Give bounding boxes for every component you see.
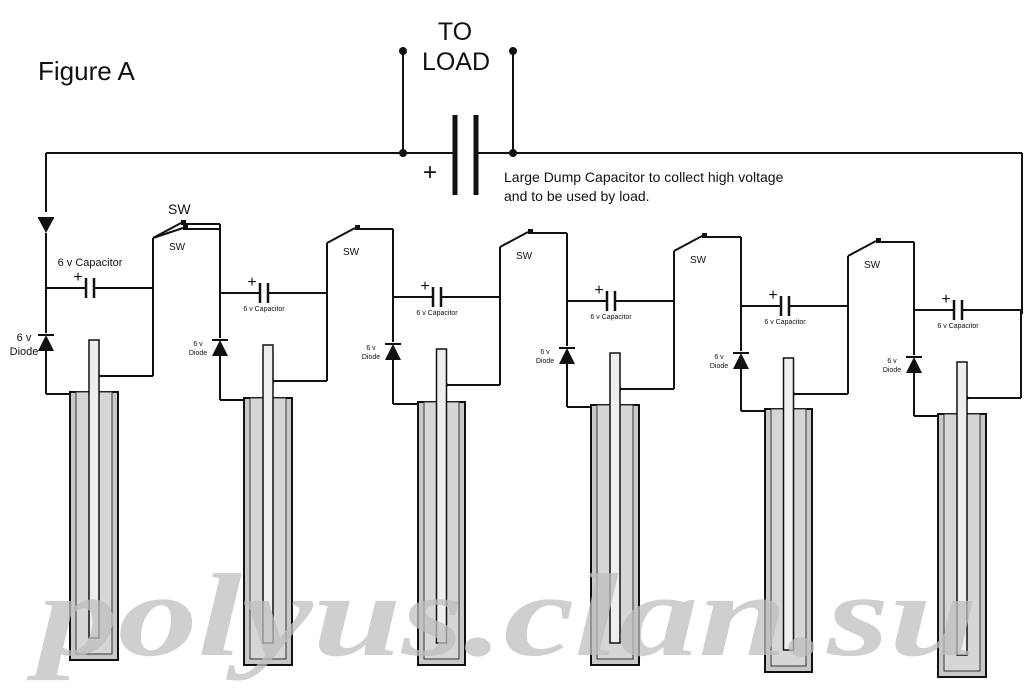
switch-blade xyxy=(673,235,703,252)
capacitor-label: 6 v Capacitor xyxy=(243,306,285,313)
capacitor-label: 6 v Capacitor xyxy=(764,319,806,326)
diode-icon xyxy=(733,353,749,369)
electrode-rod xyxy=(262,344,274,644)
diode-label-line2: Diode xyxy=(536,358,554,365)
diode-label-line2: Diode xyxy=(10,346,39,358)
electrode-rod xyxy=(956,361,968,656)
electrode-rod xyxy=(88,339,100,639)
diode-label-line1: 6 v xyxy=(17,332,32,344)
switch-label: SW xyxy=(864,260,881,271)
diode-label-line1: 6 v xyxy=(540,349,550,356)
capacitor-plus-sign: + xyxy=(768,287,777,304)
capacitor-plus-sign: + xyxy=(594,282,603,299)
load-label-to: TO xyxy=(438,18,472,46)
switch-blade xyxy=(847,240,877,257)
switch-blade xyxy=(499,231,529,248)
diode-label-line2: Diode xyxy=(710,363,728,370)
dump-capacitor-note-line1: Large Dump Capacitor to collect high vol… xyxy=(504,169,784,185)
switch-contact xyxy=(702,233,707,238)
switch-contact xyxy=(181,220,186,225)
diode-label-line2: Diode xyxy=(883,367,901,374)
load-terminal-left xyxy=(399,47,407,55)
capacitor-label: 6 v Capacitor xyxy=(416,310,458,317)
load-terminal-right xyxy=(509,47,517,55)
dump-capacitor-note-line2: and to be used by load. xyxy=(504,188,650,204)
switch-contact xyxy=(876,238,881,243)
diode-label-line2: Diode xyxy=(189,350,207,357)
diode-icon xyxy=(559,348,575,364)
electrode-rod xyxy=(782,357,795,651)
watermark: polyus.clan.su xyxy=(26,550,978,681)
switch-contact xyxy=(183,225,188,230)
switch-contact xyxy=(528,229,533,234)
diode-icon xyxy=(38,335,54,351)
diode-icon xyxy=(385,344,401,360)
diode-icon xyxy=(212,340,228,356)
diode-label-line1: 6 v xyxy=(714,354,724,361)
diode-label-line1: 6 v xyxy=(366,345,376,352)
capacitor-plus-sign: + xyxy=(247,274,256,291)
capacitor-label: 6 v Capacitor xyxy=(590,314,632,321)
capacitor-plus-sign: + xyxy=(73,269,82,286)
switch-label: SW xyxy=(343,247,360,258)
diode-label-line2: Diode xyxy=(362,354,380,361)
switch-label: SW xyxy=(690,255,707,266)
diode-label-line1: 6 v xyxy=(887,358,897,365)
figure-title: Figure A xyxy=(38,56,135,86)
switch-label: SW xyxy=(168,201,191,217)
capacitor-plus-sign: + xyxy=(941,291,950,308)
switch-label: SW xyxy=(169,242,186,253)
load-junction-left xyxy=(399,149,407,157)
switch-contact xyxy=(355,225,360,230)
dump-capacitor-plus: + xyxy=(423,159,437,186)
electrode-rod xyxy=(609,352,621,644)
capacitor-label: 6 v Capacitor xyxy=(937,323,979,330)
switch-label: SW xyxy=(516,251,533,262)
electrode-rod xyxy=(435,348,448,644)
switch-blade xyxy=(152,227,184,239)
load-label-load: LOAD xyxy=(422,48,490,76)
switch-blade xyxy=(326,227,356,244)
capacitor-plus-sign: + xyxy=(420,278,429,295)
capacitor-label: 6 v Capacitor xyxy=(58,257,123,269)
diode-label-line1: 6 v xyxy=(193,341,203,348)
diode-icon xyxy=(906,357,922,373)
load-junction-right xyxy=(509,149,517,157)
top-diode-icon xyxy=(38,218,54,233)
